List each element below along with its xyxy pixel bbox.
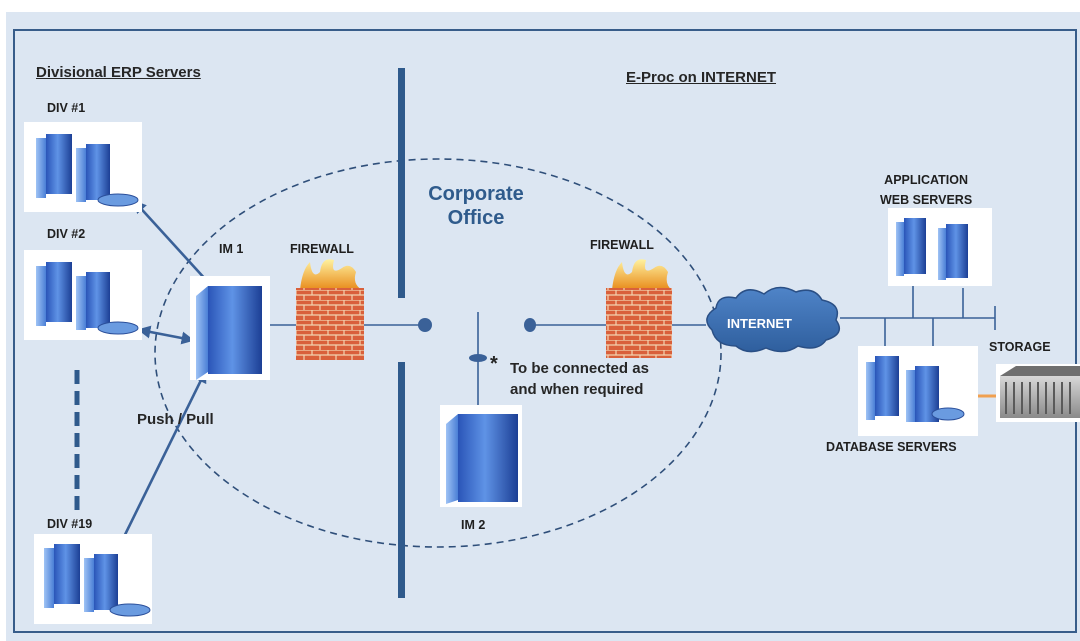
div1-server-icon — [24, 122, 142, 212]
note-line2: and when required — [510, 381, 644, 398]
app-servers-label: APPLICATION WEB SERVERS — [880, 170, 972, 210]
div1-label: DIV #1 — [47, 101, 86, 115]
arrow-div19-im1 — [115, 369, 207, 554]
diagram-border — [13, 29, 1077, 633]
database-servers-icon — [858, 346, 978, 436]
firewall-left-icon — [296, 259, 364, 360]
im1-server-icon — [190, 276, 270, 380]
note-text: To be connected as and when required — [510, 358, 649, 400]
firewall-left-label: FIREWALL — [290, 242, 354, 256]
connector-right — [524, 318, 536, 332]
connector-left — [418, 318, 432, 332]
div19-server-icon — [34, 534, 152, 624]
internet-label: INTERNET — [727, 316, 792, 331]
firewall-right-label: FIREWALL — [590, 238, 654, 252]
connector-im2 — [469, 354, 487, 362]
div2-server-icon — [24, 250, 142, 340]
app-servers-line2: WEB SERVERS — [880, 193, 973, 207]
app-web-servers-icon — [888, 208, 992, 286]
note-star: * — [490, 353, 498, 375]
diagram-background — [6, 12, 1080, 641]
heading-eproc-internet: E-Proc on INTERNET — [626, 69, 777, 86]
storage-icon — [996, 364, 1080, 422]
im2-label: IM 2 — [461, 518, 486, 532]
corporate-label-line2: Office — [447, 207, 505, 229]
im2-server-icon — [440, 405, 522, 507]
storage-label: STORAGE — [989, 340, 1051, 354]
database-servers-label: DATABASE SERVERS — [826, 440, 957, 454]
note-line1: To be connected as — [510, 360, 649, 377]
im1-label: IM 1 — [219, 242, 244, 256]
div19-label: DIV #19 — [47, 517, 93, 531]
corporate-office-label: Corporate Office — [408, 182, 544, 230]
corporate-boundary — [154, 158, 722, 548]
arrow-div2-im1 — [137, 325, 195, 345]
app-servers-line1: APPLICATION — [884, 173, 968, 187]
wall-bottom — [398, 362, 405, 598]
wall-top — [398, 68, 405, 298]
internet-cloud-icon — [706, 286, 841, 353]
push-pull-label: Push / Pull — [137, 411, 214, 428]
div2-label: DIV #2 — [47, 227, 86, 241]
corporate-label-line1: Corporate — [428, 183, 524, 205]
heading-divisional-erp: Divisional ERP Servers — [36, 64, 201, 81]
firewall-right-icon — [606, 259, 672, 358]
